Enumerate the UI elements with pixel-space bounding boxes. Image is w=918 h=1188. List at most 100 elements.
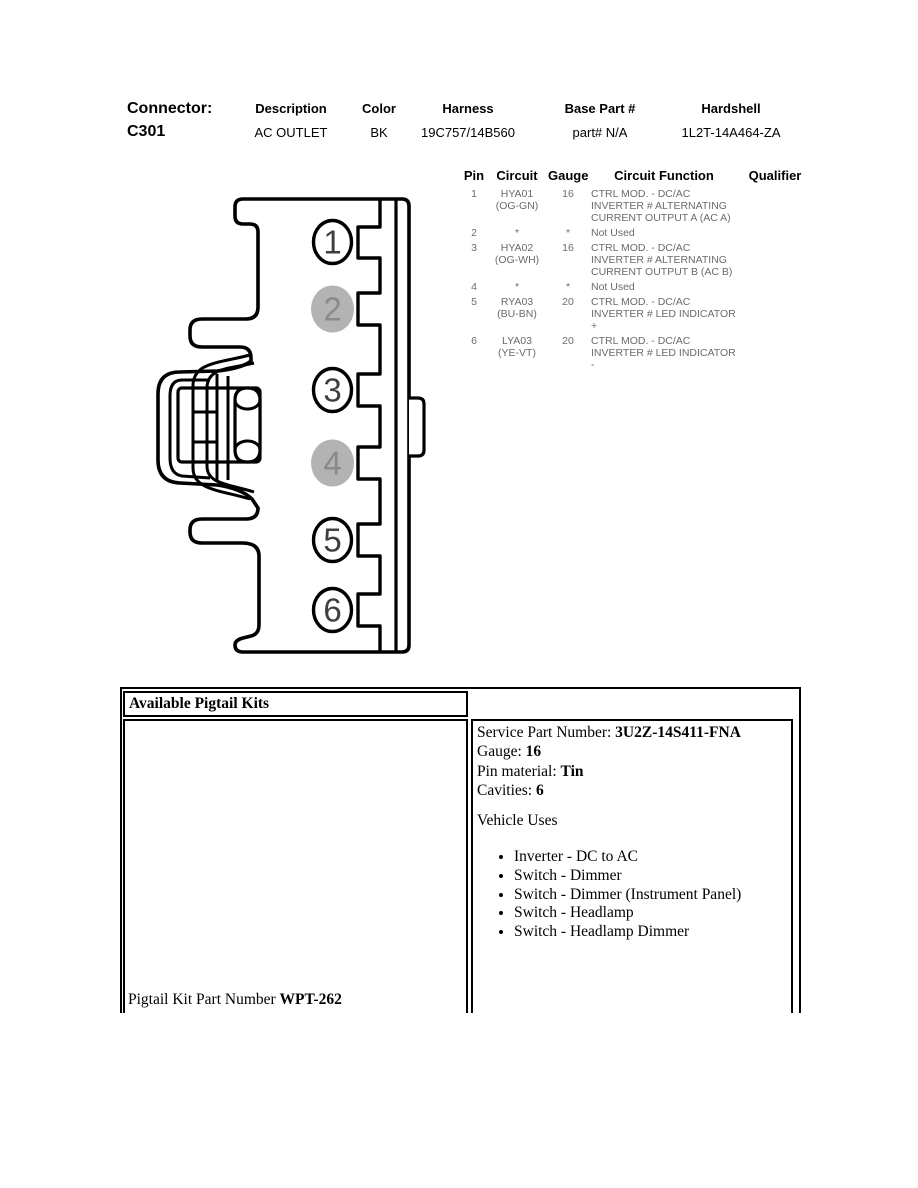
cavities-line: Cavities: 6 <box>477 781 787 800</box>
latch-straps <box>168 353 255 501</box>
side-tab <box>409 396 426 458</box>
pin-number-1: 1 <box>323 224 341 261</box>
hardshell-value: 1L2T-14A464-ZA <box>681 125 781 140</box>
pin-number-6: 6 <box>323 592 341 629</box>
cell-qualifier <box>740 188 810 224</box>
vehicle-uses-list: Inverter - DC to ACSwitch - DimmerSwitch… <box>477 848 787 941</box>
base-part-label: Base Part # <box>564 101 636 116</box>
pin-hole-4 <box>311 439 354 487</box>
cell-circuit-function: Not Used <box>591 281 635 293</box>
cell-qualifier <box>740 227 810 239</box>
vehicle-uses-label: Vehicle Uses <box>477 812 558 830</box>
pigtail-left-cell: Pigtail Kit Part Number WPT-262 <box>123 719 468 1013</box>
cavities-label: Cavities: <box>477 781 536 799</box>
col-header-circuit-function: Circuit Function <box>614 168 714 183</box>
cell-circuit: LYA03(YE-VT) <box>498 335 536 359</box>
pin-material-label: Pin material: <box>477 762 561 780</box>
cell-gauge: * <box>565 281 571 293</box>
col-header-qualifier: Qualifier <box>748 168 802 183</box>
pigtail-part-value: WPT-262 <box>279 991 342 1008</box>
hardshell-label: Hardshell <box>701 101 761 116</box>
latch-barrel <box>233 386 262 464</box>
pigtail-section: Available Pigtail Kits Pigtail Kit Part … <box>120 687 801 1013</box>
pin-number-5: 5 <box>323 522 341 559</box>
vehicle-use-item: Switch - Headlamp Dimmer <box>514 923 787 942</box>
pigtail-right-cell: Service Part Number: 3U2Z-14S411-FNA Gau… <box>471 719 793 1013</box>
connector-id: C301 <box>127 123 166 140</box>
cell-circuit: HYA02(OG-WH) <box>494 242 540 266</box>
pin-material-value: Tin <box>560 762 584 780</box>
pin-hole-1 <box>311 218 354 266</box>
gauge-line: Gauge: 16 <box>477 742 787 761</box>
pin-table-row-2: 2 * * Not Used <box>462 227 812 239</box>
cell-gauge: 20 <box>562 335 574 347</box>
connector-body-outline <box>156 197 411 654</box>
cell-circuit-function: Not Used <box>591 227 635 239</box>
cavity-notched-edge <box>356 199 382 652</box>
harness-label: Harness <box>442 101 494 116</box>
cell-pin: 4 <box>471 281 477 293</box>
header-col-base-part: Base Part # part# N/A <box>538 101 662 140</box>
cell-qualifier <box>740 242 810 278</box>
vehicle-use-item: Inverter - DC to AC <box>514 848 787 867</box>
connector-title: Connector: C301 <box>127 97 212 143</box>
cell-gauge: * <box>565 227 571 239</box>
cell-pin: 1 <box>471 188 477 200</box>
cell-gauge: 16 <box>562 188 574 200</box>
vehicle-use-item: Switch - Dimmer (Instrument Panel) <box>514 886 787 905</box>
cell-gauge: 20 <box>562 296 574 308</box>
col-header-gauge: Gauge <box>548 168 589 183</box>
header-col-hardshell: Hardshell 1L2T-14A464-ZA <box>663 101 799 140</box>
cell-pin: 6 <box>471 335 477 347</box>
col-header-circuit: Circuit <box>496 168 538 183</box>
connector-label: Connector: <box>127 100 213 117</box>
gauge-value: 16 <box>525 743 542 761</box>
pin-table-header: Pin Circuit Gauge Circuit Function Quali… <box>462 169 812 183</box>
cell-pin: 5 <box>471 296 477 308</box>
cell-pin: 2 <box>471 227 477 239</box>
base-part-value: part# N/A <box>572 125 628 140</box>
pigtail-part-number-line: Pigtail Kit Part Number WPT-262 <box>128 991 342 1009</box>
description-label: Description <box>255 101 327 116</box>
header-col-harness: Harness 19C757/14B560 <box>403 101 533 140</box>
pin-number-2: 2 <box>323 291 341 328</box>
pin-table: Pin Circuit Gauge Circuit Function Quali… <box>462 169 812 374</box>
cell-gauge: 16 <box>562 242 574 254</box>
col-header-pin: Pin <box>463 168 485 183</box>
cell-circuit: * <box>514 227 520 239</box>
service-part-number-value: 3U2Z-14S411-FNA <box>615 724 741 741</box>
pigtail-title: Available Pigtail Kits <box>123 691 468 717</box>
cell-circuit: * <box>514 281 520 293</box>
cell-circuit: RYA03(BU-BN) <box>497 296 537 320</box>
harness-value: 19C757/14B560 <box>421 125 515 140</box>
cell-pin: 3 <box>471 242 477 254</box>
service-part-number-line: Service Part Number: 3U2Z-14S411-FNA <box>477 723 787 742</box>
description-value: AC OUTLET <box>254 125 328 140</box>
color-label: Color <box>362 101 396 116</box>
vehicle-use-item: Switch - Headlamp <box>514 904 787 923</box>
pin-table-row-4: 4 * * Not Used <box>462 281 812 293</box>
header-col-description: Description AC OUTLET <box>228 101 354 140</box>
service-part-number-label: Service Part Number: <box>477 724 616 741</box>
pin-hole-3 <box>311 366 354 414</box>
cell-qualifier <box>740 296 810 332</box>
pin-material-line: Pin material: Tin <box>477 762 787 781</box>
cavities-value: 6 <box>535 781 544 799</box>
pin-hole-5 <box>311 516 354 564</box>
pin-hole-2 <box>311 285 354 333</box>
vehicle-use-item: Switch - Dimmer <box>514 867 787 886</box>
pigtail-part-label: Pigtail Kit Part Number <box>128 991 280 1008</box>
cell-qualifier <box>740 281 810 293</box>
